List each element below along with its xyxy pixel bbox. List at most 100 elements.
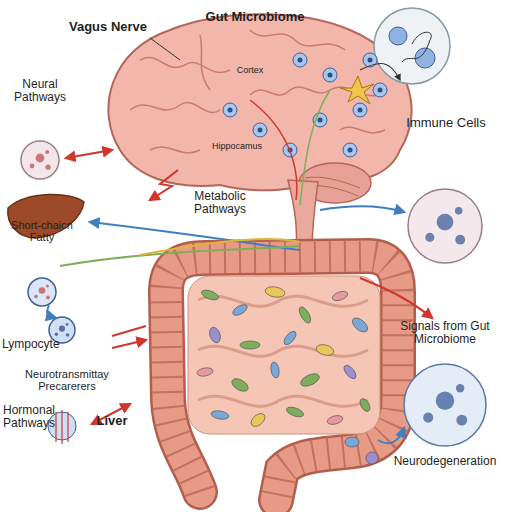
circle-outline [403,363,487,447]
pathway-line [60,246,300,266]
cell-nucleus [298,58,303,63]
cell-body [353,103,367,117]
colon-haustra [166,256,398,500]
cell-nucleus [358,108,363,113]
immune-signal-arrow [112,326,146,348]
cell-detail [36,154,45,163]
circle-shape [28,278,56,306]
circle-shape [404,364,486,446]
cell-detail [456,415,467,426]
circle-outline [27,277,57,307]
cell-detail [425,233,434,242]
brain-gyri [130,30,385,153]
cell-detail [45,165,50,170]
cell-detail [30,164,35,169]
glial-cell [340,76,374,104]
cell-detail [455,235,465,245]
cell-body [323,68,337,82]
bacterium [342,363,358,380]
bacterium [326,414,344,426]
cell-detail [59,326,65,332]
bacterium [196,367,213,378]
cell-body [223,103,237,117]
bacterium [231,303,249,318]
annotation-label: Signals from Gut Microbiome [385,320,505,346]
cell-detail [39,287,46,294]
cell-detail [436,392,454,410]
brain-outline [108,14,411,190]
bacterium [200,288,220,302]
immune-arrow [320,206,404,212]
cell-nucleus [348,148,353,153]
brain-cell [363,53,377,67]
bacterium [282,329,298,346]
gyrus-line [340,127,385,133]
bacterium [208,326,223,344]
bacterium [299,371,321,389]
inset-circle: Immune Cells [407,188,483,264]
cell-detail [455,207,463,215]
node-label: Immune Cells [391,116,501,130]
bacterium [331,290,349,303]
brain-cell [293,53,307,67]
inset-circle: Neural Pathways [20,140,60,180]
bacterium [315,343,335,357]
node-label: Neural Pathways [0,78,85,104]
gyrus-line [250,30,345,50]
brain-cell [353,103,367,117]
node-label: Lympocyte [2,338,78,351]
annotation-label: Hippocamus [202,142,272,152]
inset-arrow [360,63,400,80]
degeneration-arrow [378,428,404,443]
annotation-label: Cortex [228,66,272,76]
cell-detail [437,214,454,231]
bacterium [210,409,229,420]
bacterium [345,437,359,447]
gyrus-line [150,147,200,153]
annotation-label: Hormonal Pathways [0,404,58,430]
neuron-inset [374,8,450,84]
signal-arrow [360,278,432,318]
circle-outline [20,140,60,180]
cell-nucleus [258,128,263,133]
cell-nucleus [228,108,233,113]
cell-nucleus [378,88,383,93]
cell-fibre [402,32,431,62]
cell-detail [46,295,50,299]
inset-circle: Short-chaicn Fatty [27,277,57,307]
brain-cell [253,123,267,137]
hormone-lines [56,410,68,444]
cell-body [373,83,387,97]
circle-shape [21,141,59,179]
annotation-label: Vagus Nerve [56,20,160,34]
pathway-line [140,239,300,255]
bacterium [285,405,305,419]
bacterium [358,397,372,413]
signal-zigzag [150,170,178,200]
cell-detail [423,413,433,423]
gyrus-line [130,103,220,113]
bacterium [264,285,285,298]
cell-detail [45,150,49,154]
gyrus-line [140,58,230,73]
bacterium [230,376,251,394]
intestine-loops [198,296,368,406]
circle-shape [408,189,482,263]
cell-detail [66,323,69,326]
inset-circle: Neurodegeneration [403,363,487,447]
brain-cell [223,103,237,117]
cell-nucleus [368,58,373,63]
small-intestine [188,276,380,434]
leader-line [150,38,180,60]
cell-detail [34,295,38,299]
cell-detail [55,333,58,336]
brain-cell [343,143,357,157]
gyrus-line [200,35,210,90]
cell-body [343,143,357,157]
bacterium [350,315,370,334]
cell-detail [456,384,464,392]
cell-nucleus [318,118,323,123]
